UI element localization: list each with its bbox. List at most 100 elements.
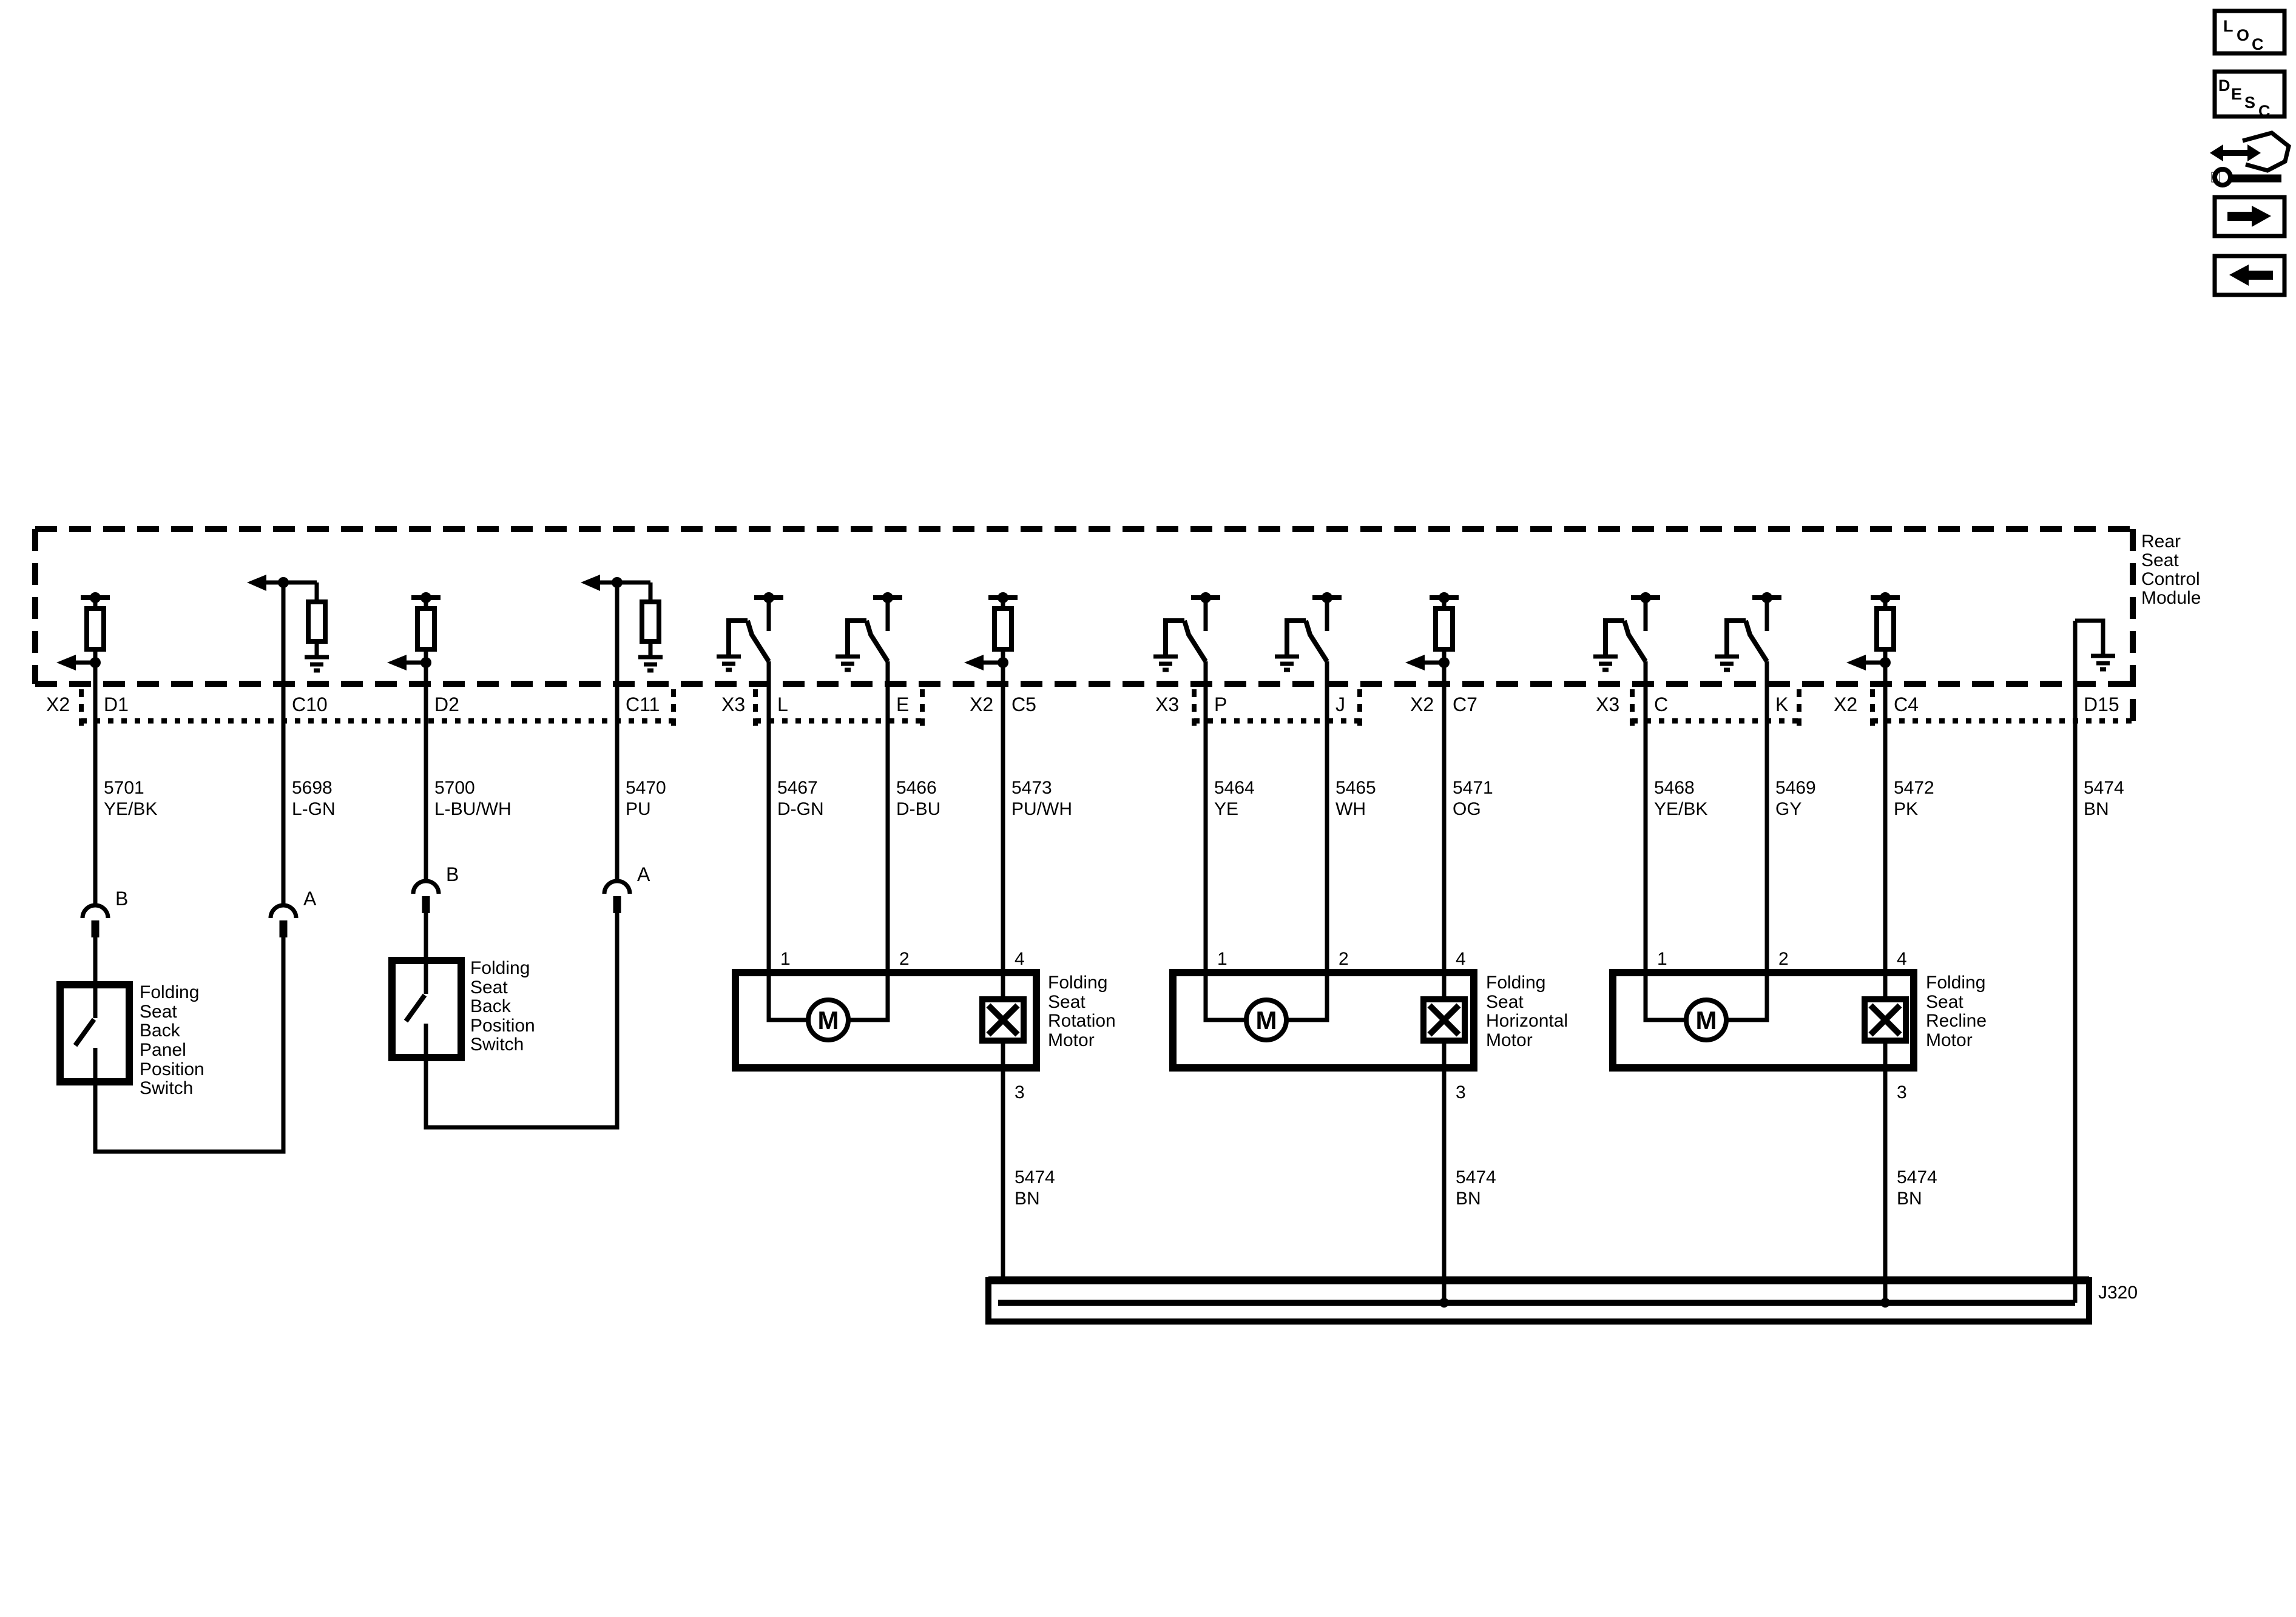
svg-text:Position: Position bbox=[470, 1016, 535, 1036]
desc-letter-1: D bbox=[2218, 76, 2230, 95]
wire-color: L-GN bbox=[292, 799, 336, 819]
pin-label-d15: D15 bbox=[2084, 694, 2119, 715]
lowside-switch-l bbox=[717, 592, 783, 672]
pin-label-c10: C10 bbox=[292, 694, 328, 715]
terminal-label-b: B bbox=[446, 863, 459, 885]
switch-blade bbox=[403, 993, 427, 1023]
motor-pin-4: 4 bbox=[1015, 949, 1025, 969]
wire-circuit: 5698 bbox=[292, 778, 333, 798]
wire-color: YE bbox=[1214, 799, 1238, 819]
folding-seat-horizontal-motor: 1 2 4 M 3 5474 BN Folding Seat Horizonta… bbox=[1169, 649, 1568, 1303]
wire-circuit: 5468 bbox=[1654, 778, 1695, 798]
inline-connector-icon bbox=[80, 903, 110, 919]
wire-color: OG bbox=[1453, 799, 1481, 819]
motor-pin-4: 4 bbox=[1456, 949, 1466, 969]
lowside-switch-e bbox=[836, 592, 902, 672]
wire-color: PK bbox=[1894, 799, 1918, 819]
pin-label-d2: D2 bbox=[434, 694, 459, 715]
connector-pin-row: X2 D1 C10 D2 C11 X3 L E X2 C5 X3 P J X2 … bbox=[46, 689, 2133, 726]
connector-label-x2: X2 bbox=[1410, 694, 1434, 715]
wire-circuit: 5701 bbox=[104, 778, 144, 798]
loc-letter-2: O bbox=[2237, 26, 2249, 44]
back-arrow-button[interactable] bbox=[2212, 254, 2287, 297]
motor-symbol: M bbox=[1256, 1006, 1277, 1035]
wire-color: PU/WH bbox=[1011, 799, 1072, 819]
motor-pin-2: 2 bbox=[1778, 949, 1789, 969]
motor-pin-1: 1 bbox=[1217, 949, 1227, 969]
wire-color: YE/BK bbox=[1654, 799, 1707, 819]
wire-color: BN bbox=[2084, 799, 2109, 819]
svg-text:Switch: Switch bbox=[140, 1078, 193, 1098]
component-name: Folding Seat Rotation Motor bbox=[1048, 973, 1116, 1050]
driver-output-d1 bbox=[56, 592, 110, 670]
svg-text:Folding: Folding bbox=[1486, 973, 1545, 993]
svg-text:Seat: Seat bbox=[1486, 992, 1524, 1012]
switch-blade bbox=[73, 1018, 96, 1047]
wire-circuit: 5465 bbox=[1335, 778, 1376, 798]
wire-circuit: 5474 bbox=[2084, 778, 2124, 798]
motor-pin-1: 1 bbox=[1657, 949, 1667, 969]
wire-color: WH bbox=[1335, 799, 1366, 819]
service-hand-wrench-icon[interactable] bbox=[2210, 130, 2291, 187]
folding-seat-back-panel-position-switch: B A Folding Seat Back Panel Position Swi… bbox=[56, 582, 317, 1154]
ground-icon bbox=[305, 655, 329, 673]
folding-seat-rotation-motor: 1 2 4 M 3 5474 BN Folding Seat Rotation … bbox=[732, 649, 1116, 1280]
svg-text:Seat: Seat bbox=[1048, 992, 1086, 1012]
component-name: Folding Seat Back Panel Position Switch bbox=[140, 982, 204, 1098]
wire-circuit: 5472 bbox=[1894, 778, 1934, 798]
wire-circuit: 5474 bbox=[1897, 1167, 1937, 1187]
terminal-label-a: A bbox=[303, 888, 317, 910]
motor-symbol: M bbox=[1696, 1006, 1717, 1035]
wire-circuit: 5469 bbox=[1775, 778, 1816, 798]
ground-icon bbox=[638, 655, 663, 673]
svg-text:Switch: Switch bbox=[470, 1035, 524, 1055]
connector-label-x3: X3 bbox=[1155, 694, 1179, 715]
motor-icon bbox=[1684, 998, 1729, 1042]
svg-text:Folding: Folding bbox=[470, 958, 530, 978]
driver-output-c7 bbox=[1405, 592, 1459, 670]
svg-text:Recline: Recline bbox=[1926, 1011, 1987, 1031]
svg-text:Back: Back bbox=[470, 996, 512, 1016]
motor-icon bbox=[1244, 998, 1289, 1042]
motor-pin-3: 3 bbox=[1897, 1082, 1907, 1102]
inline-connector-icon bbox=[268, 903, 299, 919]
terminal-label-b: B bbox=[115, 888, 128, 910]
wire-circuit: 5474 bbox=[1015, 1167, 1055, 1187]
lowside-switch-p bbox=[1153, 592, 1220, 672]
ground-icon bbox=[717, 654, 741, 672]
pin-label-p: P bbox=[1214, 694, 1227, 715]
splice-label: J320 bbox=[2098, 1283, 2138, 1303]
input-pulldown-c11 bbox=[581, 575, 663, 673]
wire-color: YE/BK bbox=[104, 799, 157, 819]
terminal-label-a: A bbox=[637, 863, 650, 885]
ground-icon bbox=[1593, 654, 1618, 672]
svg-text:Motor: Motor bbox=[1048, 1030, 1095, 1050]
desc-button[interactable]: D E S C bbox=[2212, 69, 2287, 120]
connector-label-x2: X2 bbox=[46, 694, 70, 715]
inline-connector-icon bbox=[602, 879, 632, 894]
pin-label-k: K bbox=[1775, 694, 1788, 715]
pin-label-c7: C7 bbox=[1453, 694, 1477, 715]
ground-icon bbox=[2091, 653, 2115, 672]
svg-text:Motor: Motor bbox=[1486, 1030, 1533, 1050]
loc-button[interactable]: L O C bbox=[2212, 8, 2287, 56]
svg-text:Rotation: Rotation bbox=[1048, 1011, 1116, 1031]
wire-color: D-BU bbox=[896, 799, 940, 819]
rear-seat-control-module: Rear Seat Control Module bbox=[32, 526, 2201, 726]
loc-letter-1: L bbox=[2223, 17, 2234, 35]
connector-label-x3: X3 bbox=[1596, 694, 1619, 715]
next-arrow-button[interactable] bbox=[2212, 195, 2287, 238]
splice-j320: J320 bbox=[985, 621, 2138, 1325]
internal-ground-d15 bbox=[2075, 618, 2115, 672]
connector-label-x3: X3 bbox=[721, 694, 745, 715]
desc-letter-3: S bbox=[2244, 93, 2255, 112]
component-name: Folding Seat Back Position Switch bbox=[470, 958, 535, 1055]
inline-connector-icon bbox=[411, 879, 441, 894]
motor-icon bbox=[806, 998, 851, 1042]
pin-label-c11: C11 bbox=[626, 694, 660, 715]
component-name: Folding Seat Recline Motor bbox=[1926, 973, 1987, 1050]
folding-seat-recline-motor: 1 2 4 M 3 5474 BN Folding Seat Recline M… bbox=[1609, 649, 1987, 1303]
wire-circuit: 5473 bbox=[1011, 778, 1052, 798]
